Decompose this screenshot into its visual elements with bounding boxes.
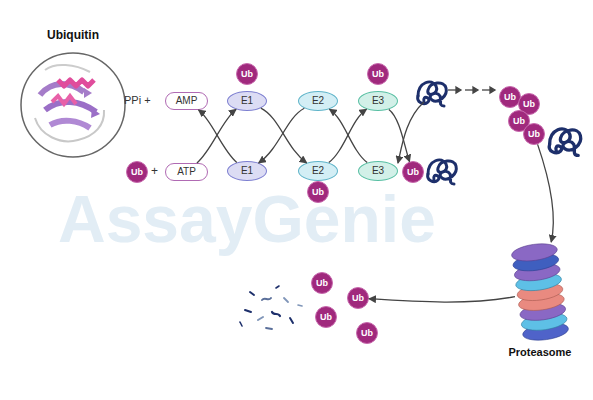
watermark: AssayGenie	[58, 186, 436, 252]
enzyme-ellipse: E1	[227, 91, 267, 111]
node-text: Ub	[523, 100, 535, 109]
node-text: E1	[241, 166, 253, 176]
reaction-arrow	[389, 109, 410, 161]
molecule-pill: AMP	[165, 92, 208, 110]
node-text: AMP	[176, 96, 198, 106]
peptide-fragments	[240, 286, 302, 329]
node-text: Ub	[504, 93, 516, 102]
ubiquitin-circle: Ub	[307, 181, 329, 203]
substrate-protein	[549, 129, 580, 155]
node-text: Ub	[131, 168, 143, 177]
node-text: Ub	[320, 313, 332, 322]
node-text: E1	[241, 96, 253, 106]
enzyme-ellipse: E1	[227, 161, 267, 181]
node-text: E2	[312, 166, 324, 176]
plus-sign: +	[151, 165, 158, 177]
ubiquitin-circle: Ub	[126, 161, 148, 183]
node-text: Ub	[241, 70, 253, 79]
node-text: Ub	[528, 130, 540, 139]
substrate-protein	[428, 160, 457, 184]
ubiquitin-circle: Ub	[315, 306, 337, 328]
ubiquitin-structure-node: Ubiquitin	[21, 53, 125, 157]
enzyme-ellipse: E3	[358, 91, 398, 111]
node-text: E3	[372, 96, 384, 106]
proteasome-node: Proteasome	[515, 242, 565, 342]
byproduct-label: PPi +	[124, 95, 151, 106]
node-text: Ubiquitin	[21, 29, 125, 41]
node-text: E3	[372, 166, 384, 176]
node-text: Proteasome	[495, 347, 585, 358]
ubiquitin-circle: Ub	[356, 322, 378, 344]
node-text: ATP	[177, 167, 196, 177]
reaction-arrow	[330, 109, 368, 162]
ubiquitin-circle: Ub	[347, 287, 369, 309]
node-text: Ub	[312, 188, 324, 197]
node-text: Ub	[361, 329, 373, 338]
node-text: Ub	[372, 70, 384, 79]
reaction-arrow	[199, 110, 237, 162]
ubiquitin-circle: Ub	[367, 63, 389, 85]
ubiquitin-circle: Ub	[236, 63, 258, 85]
reaction-arrow	[369, 297, 515, 302]
ubiquitin-circle: Ub	[402, 161, 424, 183]
ubiquitin-circle: Ub	[311, 272, 333, 294]
proteasome-barrel	[511, 241, 570, 342]
step-arrows	[448, 87, 495, 93]
substrate-protein	[418, 82, 447, 106]
reaction-arrow	[259, 108, 305, 163]
node-text: Ub	[407, 168, 419, 177]
node-text: Ub	[316, 279, 328, 288]
enzyme-ellipse: E3	[358, 161, 398, 181]
ubiquitin-circle: Ub	[523, 123, 545, 145]
molecule-pill: ATP	[165, 163, 208, 181]
node-text: Ub	[513, 117, 525, 126]
ubiquitin-structure	[21, 53, 125, 157]
reaction-arrow	[329, 109, 367, 162]
enzyme-ellipse: E2	[298, 161, 338, 181]
node-text: Ub	[352, 294, 364, 303]
reaction-arrow	[197, 109, 236, 163]
node-text: E2	[312, 96, 324, 106]
reaction-arrow	[538, 144, 554, 242]
